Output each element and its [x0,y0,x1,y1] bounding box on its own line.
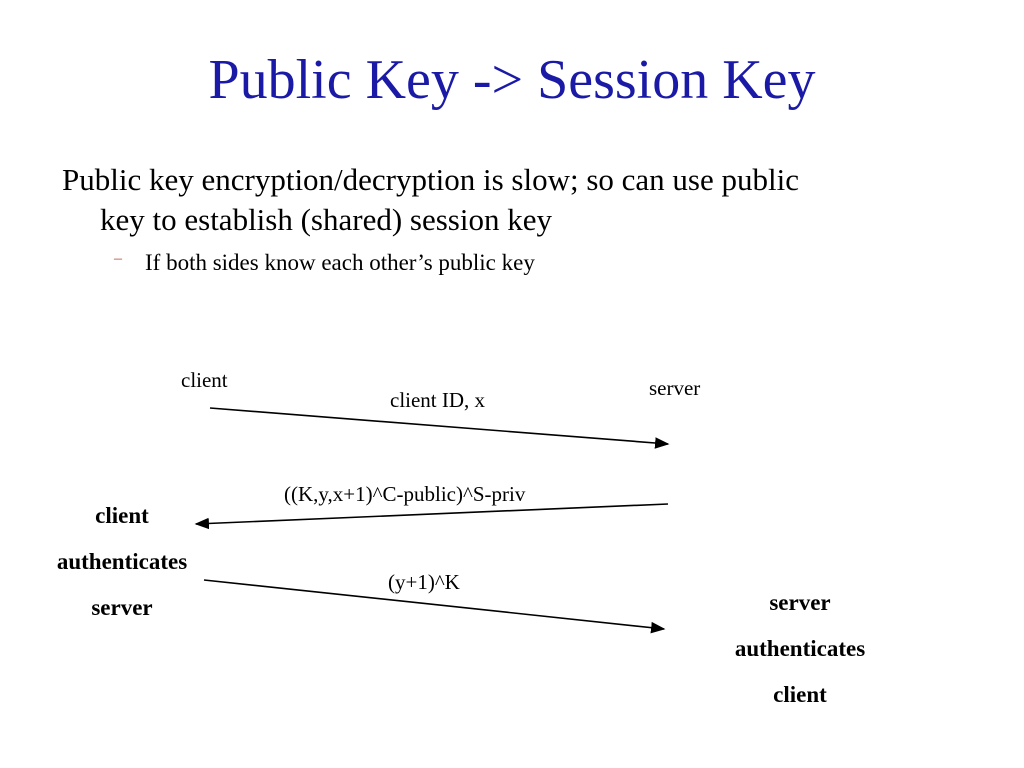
sub-bullet: If both sides know each other’s public k… [145,250,535,275]
main-bullet-line1: Public key encryption/decryption is slow… [62,162,799,197]
message-2-label: ((K,y,x+1)^C-public)^S-priv [284,482,526,506]
client-label: client [181,368,228,392]
server-label: server [649,376,701,400]
slide-title: Public Key -> Session Key [208,49,816,111]
message-1-label: client ID, x [390,388,486,412]
message-2-arrow [194,503,669,530]
client-note-line1: client [95,503,149,528]
sub-bullet-marker: – [114,250,122,267]
main-bullet: Public key encryption/decryption is slow… [62,160,962,240]
server-note-line2: authenticates [734,636,866,661]
client-note-line3: server [91,595,153,620]
message-3-arrow [203,579,666,634]
main-bullet-line2: key to establish (shared) session key [100,202,552,237]
client-authenticates-note: client authenticates server [22,493,222,631]
server-authenticates-note: server authenticates client [700,580,900,718]
client-note-line2: authenticates [56,549,188,574]
server-note-line1: server [769,590,831,615]
server-note-line3: client [773,682,827,707]
message-3-label: (y+1)^K [388,570,460,594]
message-1-arrow [209,407,670,449]
